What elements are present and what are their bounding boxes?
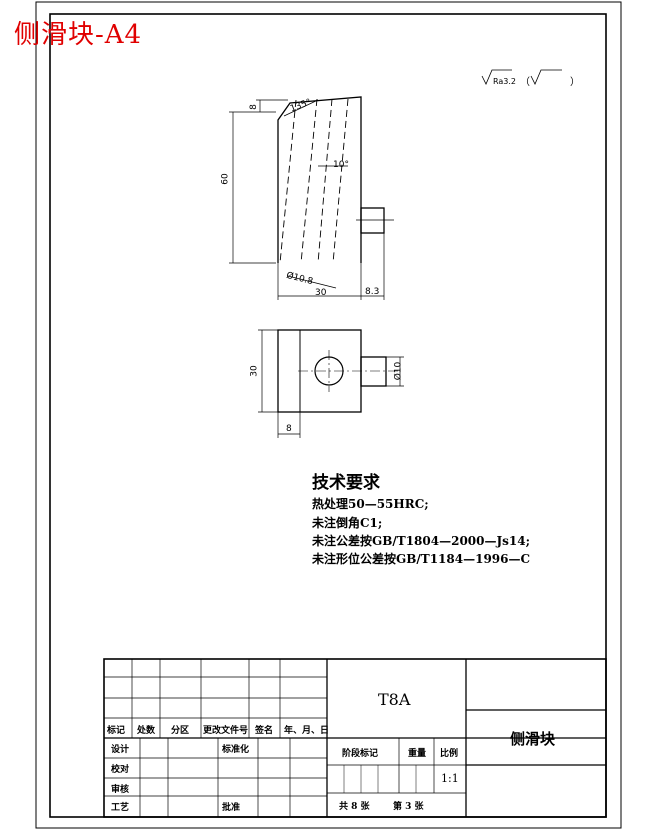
tb-scale: 比例 xyxy=(440,749,459,759)
dim-boss-len: 8.3 xyxy=(365,287,380,297)
tb-header-change-doc: 更改文件号 xyxy=(203,726,249,736)
outer-frame xyxy=(35,1,622,829)
tb-check: 校对 xyxy=(111,765,130,775)
tb-header-mark: 标记 xyxy=(107,726,126,736)
tb-standardize: 标准化 xyxy=(222,745,250,755)
tech-req-item: 未注倒角C1; xyxy=(312,516,383,530)
tb-sheets-total: 共 8 张 xyxy=(339,802,370,812)
dim-width: 30 xyxy=(315,288,327,298)
tb-scale-value: 1:1 xyxy=(441,772,459,785)
roughness-other-close: ） xyxy=(570,77,580,88)
dim-plan-height: 30 xyxy=(249,365,260,377)
roughness-label: Ra3.2 xyxy=(493,77,517,86)
dim-chamfer-top: 8 xyxy=(248,104,259,110)
tb-header-signature: 签名 xyxy=(255,726,274,736)
dim-angle-side: 10° xyxy=(333,160,349,170)
tb-review: 审核 xyxy=(111,785,130,795)
tech-req-item: 热处理50—55HRC; xyxy=(312,497,429,511)
tb-material: T8A xyxy=(378,690,411,709)
tech-req-item: 未注形位公差按GB/T1184—1996—C xyxy=(312,552,531,566)
tech-req-heading: 技术要求 xyxy=(312,473,380,493)
tb-part-name: 侧滑块 xyxy=(510,730,556,748)
dim-height: 60 xyxy=(220,173,231,185)
tb-approve: 批准 xyxy=(222,803,241,813)
tb-design: 设计 xyxy=(111,745,130,755)
title-block-lines xyxy=(103,658,607,818)
tb-header-count: 处数 xyxy=(137,726,156,736)
tb-weight: 重量 xyxy=(408,749,427,759)
tech-req-item: 未注公差按GB/T1804—2000—Js14; xyxy=(312,534,531,548)
roughness-symbol xyxy=(481,69,562,85)
tb-stage-mark: 阶段标记 xyxy=(342,749,379,759)
dim-plan-offset: 8 xyxy=(286,424,292,434)
tb-sheet-no: 第 3 张 xyxy=(393,802,424,812)
tb-header-zone: 分区 xyxy=(171,726,190,736)
dim-boss-dia: Ø10 xyxy=(393,361,404,381)
plan-view xyxy=(258,329,404,438)
roughness-other-open: （ xyxy=(520,77,530,88)
document-title: 侧滑块-A4 xyxy=(14,20,143,50)
inner-frame xyxy=(49,13,607,818)
front-view xyxy=(229,96,394,300)
tb-header-date: 年、月、日 xyxy=(284,726,330,736)
tb-process: 工艺 xyxy=(111,803,130,813)
